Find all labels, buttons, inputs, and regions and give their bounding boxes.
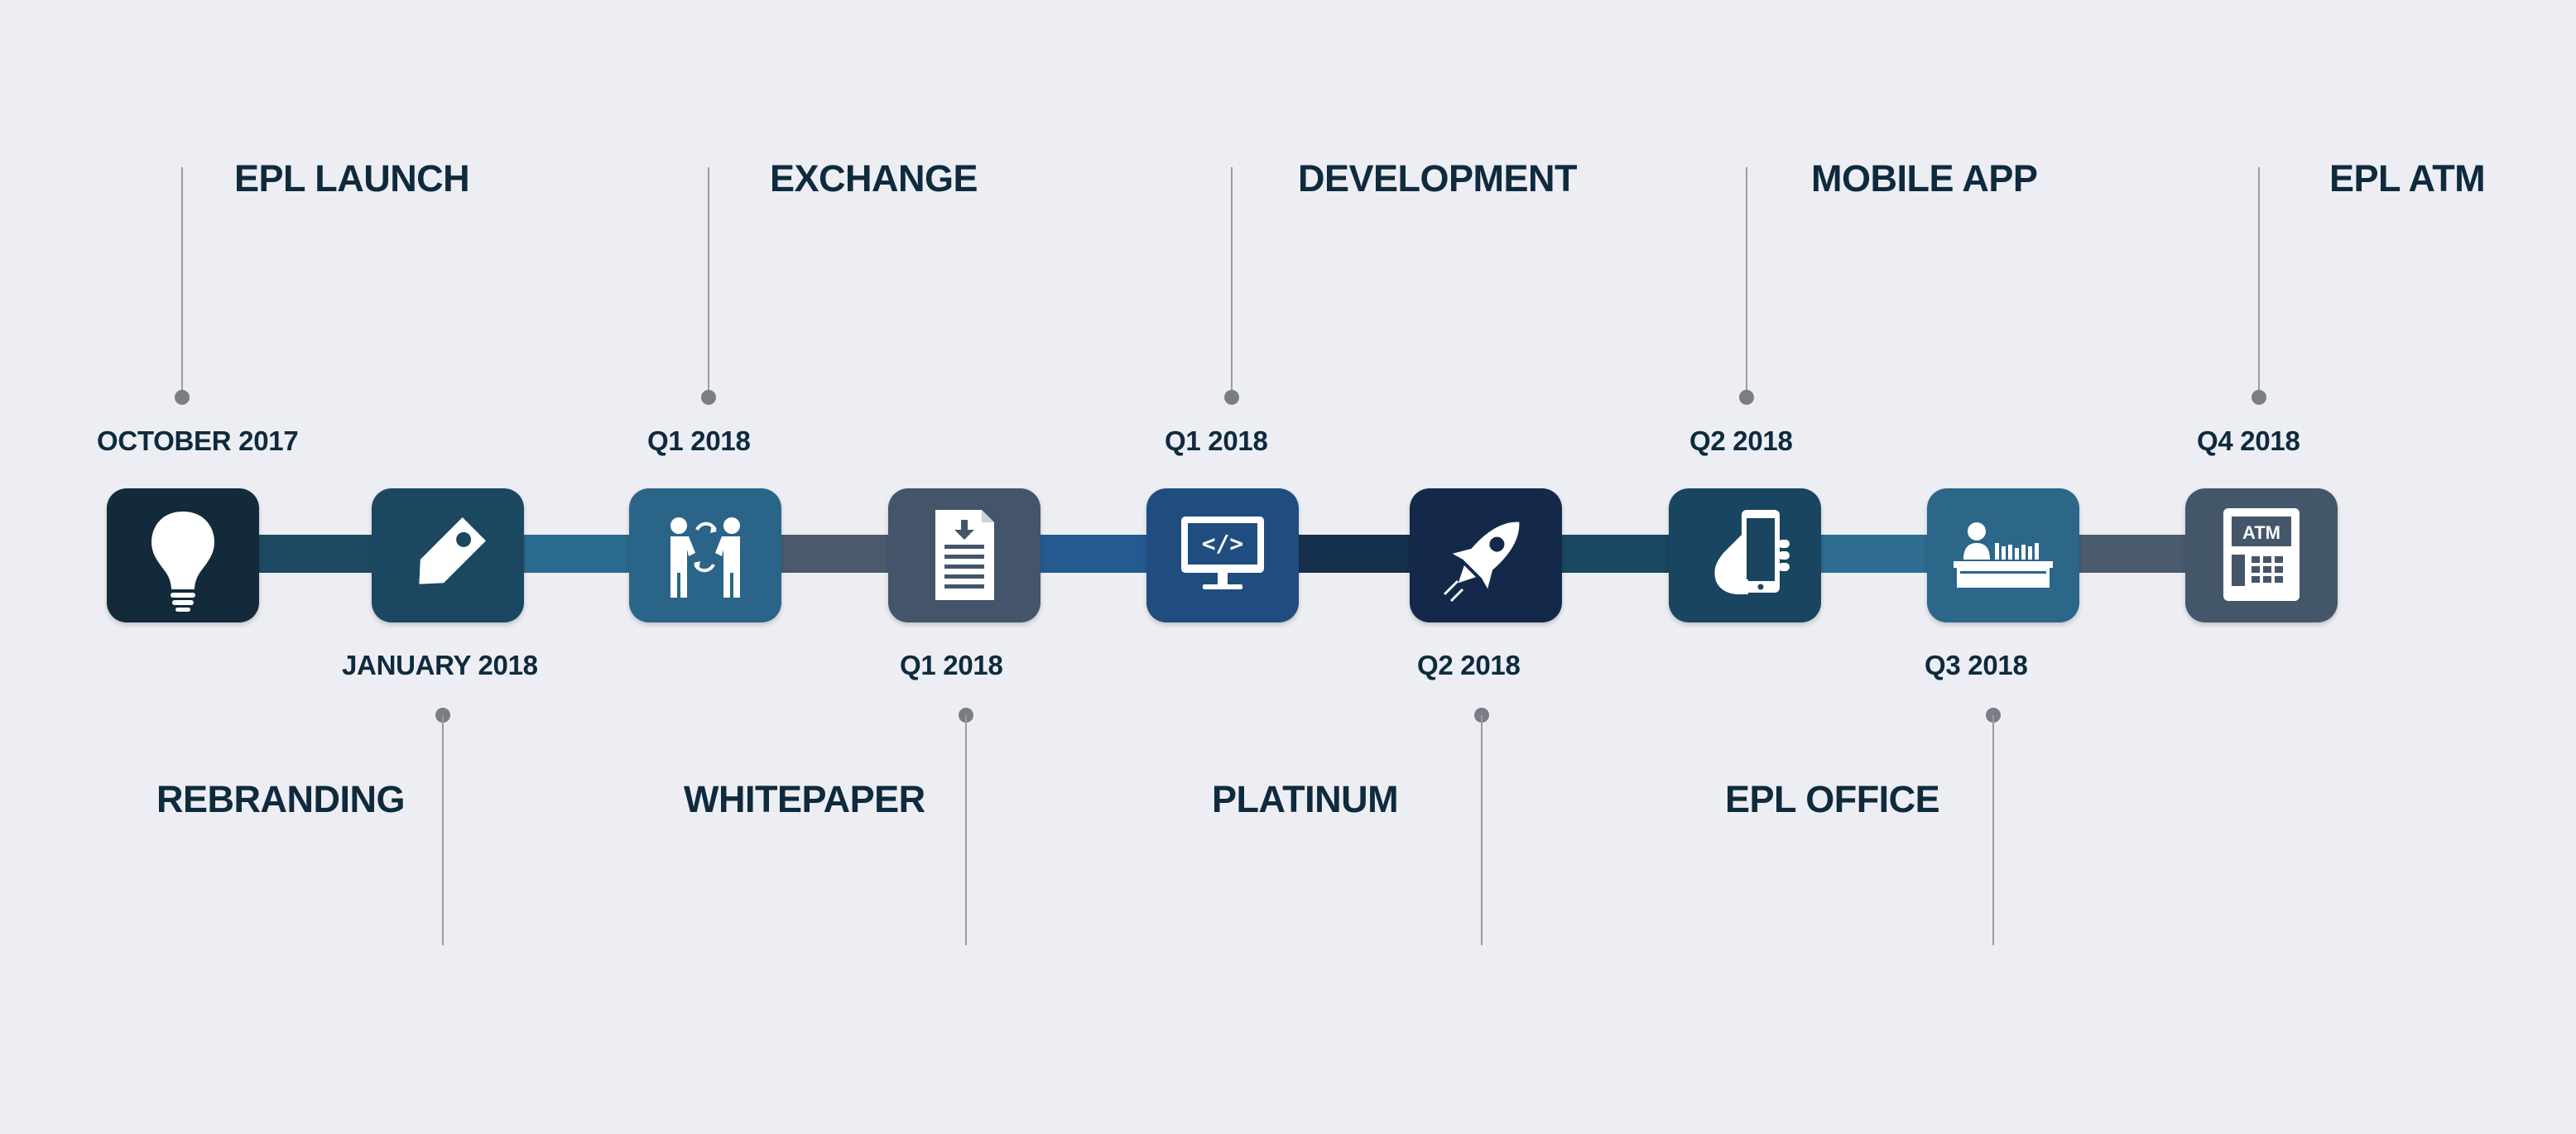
leader-line bbox=[1231, 167, 1233, 397]
milestone-title: REBRANDING bbox=[156, 778, 406, 820]
milestone-date: Q1 2018 bbox=[647, 425, 751, 456]
code-monitor-icon: </> bbox=[1181, 517, 1264, 589]
milestone-title: EPL LAUNCH bbox=[234, 157, 470, 199]
milestone-date: Q1 2018 bbox=[900, 650, 1003, 680]
leader-dot bbox=[701, 390, 716, 405]
connector-segment bbox=[1026, 535, 1159, 573]
milestone-node-epl-atm: ATM bbox=[2185, 488, 2338, 622]
milestone-title: PLATINUM bbox=[1212, 778, 1399, 820]
leader-line bbox=[1481, 715, 1483, 945]
atm-label: ATM bbox=[2242, 522, 2280, 543]
leader-line bbox=[442, 715, 444, 945]
atm-machine-icon: ATM bbox=[2223, 508, 2300, 601]
leader-dot bbox=[1224, 390, 1239, 405]
connector-segment bbox=[770, 535, 894, 573]
smartphone-hand-icon bbox=[1714, 510, 1790, 594]
milestone-title: MOBILE APP bbox=[1811, 157, 2038, 199]
milestone-node-development: </> bbox=[1146, 488, 1299, 622]
leader-line bbox=[708, 167, 709, 397]
milestone-title: EPL OFFICE bbox=[1725, 778, 1940, 820]
document-download-icon bbox=[935, 510, 994, 600]
milestone-date: OCTOBER 2017 bbox=[97, 425, 299, 456]
milestone-date: Q3 2018 bbox=[1925, 650, 2028, 680]
exchange-people-icon bbox=[670, 517, 740, 598]
milestone-title: EXCHANGE bbox=[770, 157, 978, 199]
milestone-title: EPL ATM bbox=[2329, 157, 2486, 199]
milestone-date: Q4 2018 bbox=[2197, 425, 2300, 456]
milestone-node-whitepaper bbox=[888, 488, 1040, 622]
leader-dot bbox=[2252, 390, 2266, 405]
milestone-title: WHITEPAPER bbox=[684, 778, 925, 820]
leader-dot bbox=[175, 390, 190, 405]
connector-segment bbox=[2069, 535, 2194, 573]
leader-line bbox=[965, 715, 967, 945]
leader-dot bbox=[1739, 390, 1754, 405]
lightbulb-icon bbox=[151, 512, 214, 612]
connector-segment bbox=[1813, 535, 1937, 573]
leader-line bbox=[1992, 715, 1994, 945]
connector-segment bbox=[248, 535, 381, 573]
milestone-node-platinum bbox=[1410, 488, 1562, 622]
rocket-icon bbox=[1443, 521, 1520, 603]
leader-line bbox=[1746, 167, 1747, 397]
milestone-node-rebranding bbox=[372, 488, 524, 622]
price-tag-icon bbox=[419, 517, 486, 584]
connector-segment bbox=[513, 535, 637, 573]
milestone-node-epl-launch bbox=[107, 488, 259, 622]
milestone-date: Q1 2018 bbox=[1165, 425, 1268, 456]
code-text: </> bbox=[1202, 530, 1244, 557]
office-desk-icon bbox=[1954, 522, 2053, 588]
milestone-node-epl-office bbox=[1927, 488, 2079, 622]
connector-segment bbox=[1548, 535, 1680, 573]
leader-line bbox=[181, 167, 183, 397]
milestone-date: Q2 2018 bbox=[1417, 650, 1521, 680]
milestone-date: Q2 2018 bbox=[1689, 425, 1793, 456]
milestone-node-exchange bbox=[629, 488, 781, 622]
milestone-date: JANUARY 2018 bbox=[342, 650, 538, 680]
connector-segment bbox=[1291, 535, 1415, 573]
leader-line bbox=[2258, 167, 2260, 397]
milestone-title: DEVELOPMENT bbox=[1298, 157, 1578, 199]
milestone-node-mobile-app bbox=[1669, 488, 1821, 622]
